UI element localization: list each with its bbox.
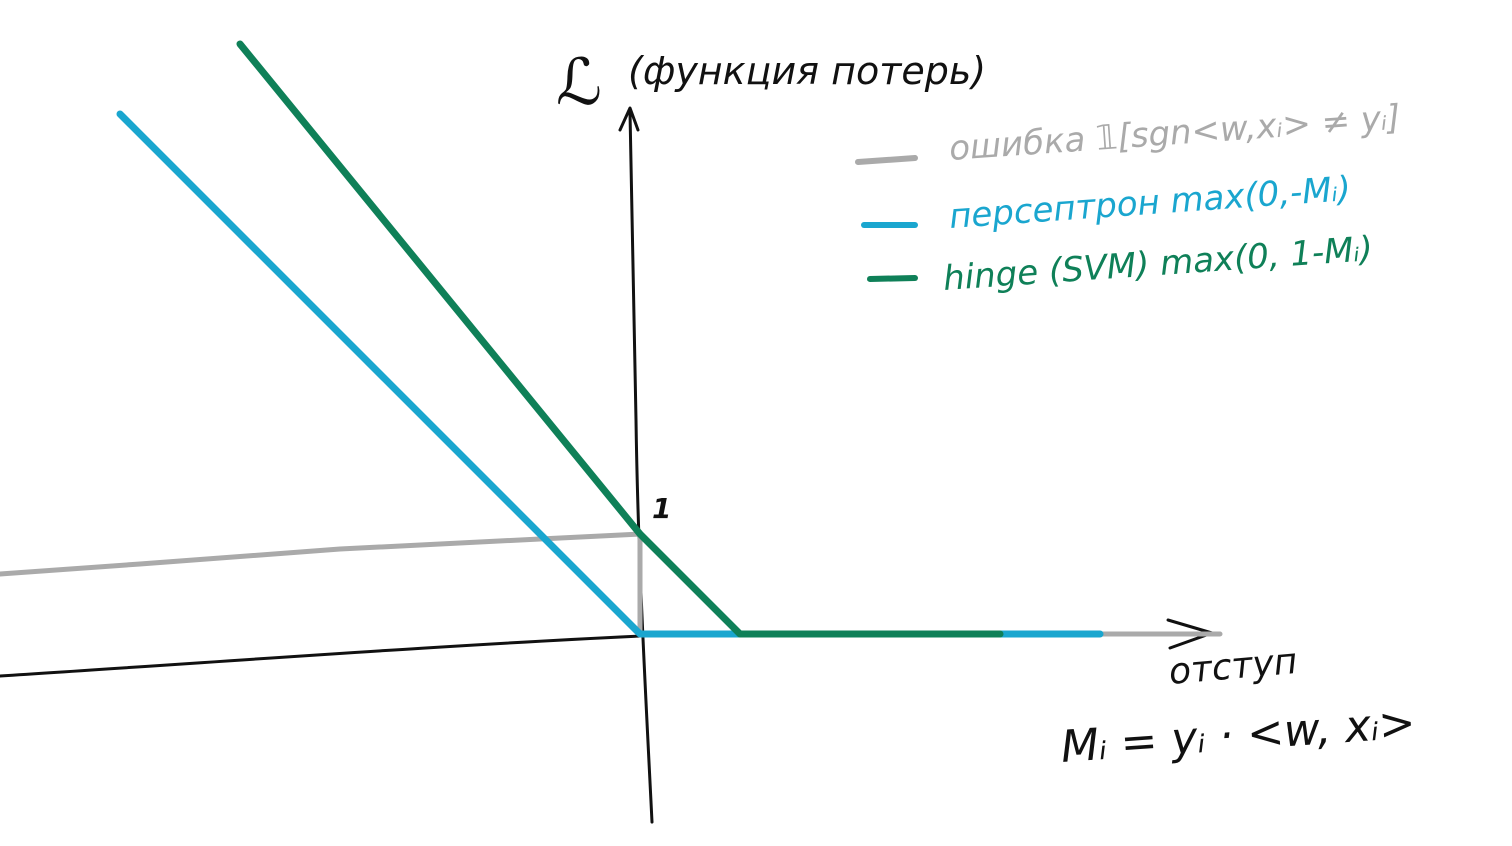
x-axis-title-line2: Mᵢ = yᵢ · <w, xᵢ>: [1059, 697, 1417, 773]
series-line-0: [0, 531, 1223, 637]
legend-item-perceptron: персептрон max(0,-Mᵢ): [861, 169, 1352, 237]
legend: ошибка 𝟙[sgn<w,xᵢ> ≠ yᵢ] персептрон max(…: [855, 98, 1402, 299]
legend-label-hinge: hinge (SVM) max(0, 1-Mᵢ): [942, 229, 1374, 299]
legend-label-error: ошибка 𝟙[sgn<w,xᵢ> ≠ yᵢ]: [948, 98, 1402, 169]
y-axis-arrowhead: [618, 106, 640, 132]
y-axis: [628, 110, 654, 824]
series-line-2: [236, 40, 1004, 638]
legend-swatch-error: [855, 155, 918, 165]
legend-label-perceptron: персептрон max(0,-Mᵢ): [948, 169, 1352, 237]
y-axis-symbol: ℒ: [556, 46, 602, 120]
series-layer: [0, 40, 1223, 638]
y-axis-title: ℒ (функция потерь): [556, 46, 986, 120]
y-axis-title-text: (функция потерь): [628, 49, 986, 93]
x-axis-title: отступ Mᵢ = yᵢ · <w, xᵢ>: [1059, 641, 1417, 773]
x-axis: [0, 631, 1207, 678]
y-tick-label: 1: [652, 492, 671, 525]
x-axis-title-line1: отступ: [1167, 641, 1299, 693]
legend-item-hinge: hinge (SVM) max(0, 1-Mᵢ): [867, 229, 1374, 299]
legend-swatch-hinge: [867, 275, 918, 282]
legend-item-error: ошибка 𝟙[sgn<w,xᵢ> ≠ yᵢ]: [855, 98, 1402, 169]
